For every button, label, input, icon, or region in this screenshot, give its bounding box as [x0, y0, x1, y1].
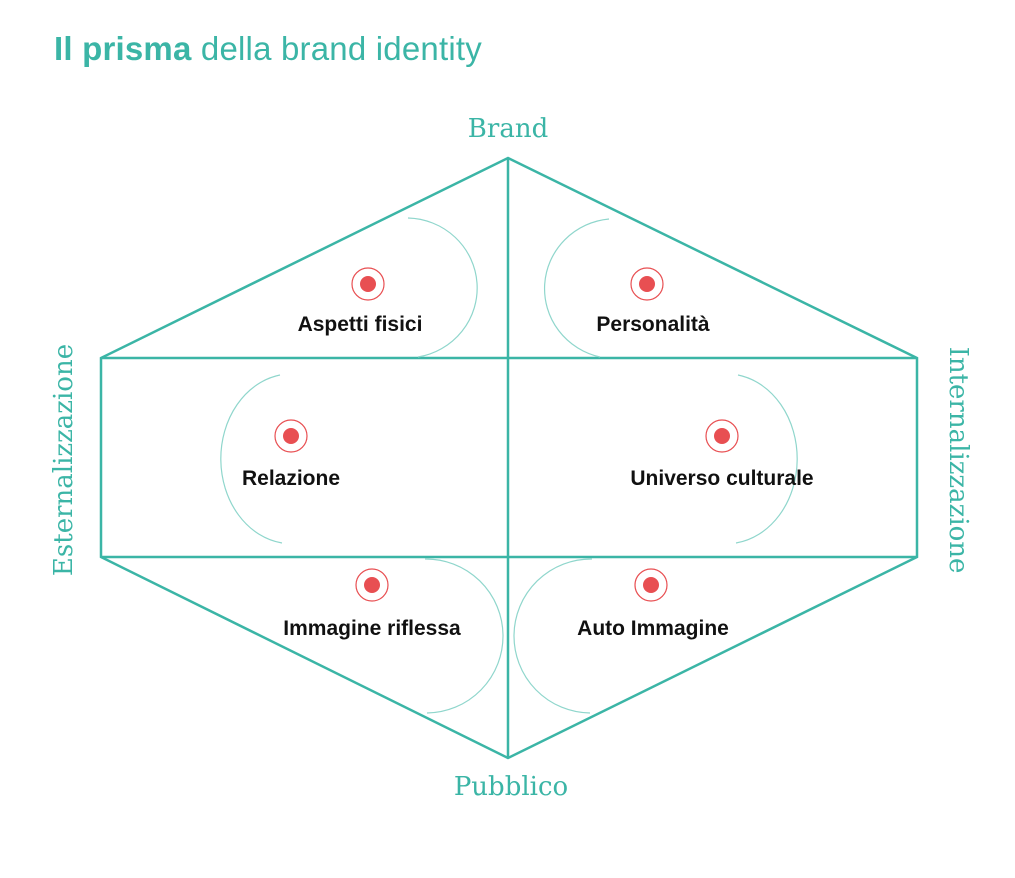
facet-label-personalita: Personalità [596, 313, 710, 336]
axis-label-esternalizzazione: Esternalizzazione [49, 344, 79, 576]
dot-personalita [630, 267, 664, 301]
dot-immagine-riflessa [355, 568, 389, 602]
facet-label-immagine-riflessa: Immagine riflessa [283, 617, 461, 640]
axis-label-brand: Brand [468, 114, 548, 144]
dot-relazione [274, 419, 308, 453]
arc-personalita [543, 218, 610, 358]
dot-universo-culturale [705, 419, 739, 453]
facet-label-auto-immagine: Auto Immagine [577, 617, 729, 640]
axis-label-pubblico: Pubblico [454, 772, 568, 802]
axis-label-internalizzazione: Internalizzazione [943, 347, 973, 574]
arc-relazione [220, 374, 283, 544]
arc-auto-immagine [513, 558, 593, 714]
arc-immagine-riflessa [424, 558, 504, 714]
title-bold: Il prisma [54, 30, 192, 67]
dot-auto-immagine [634, 568, 668, 602]
arc-universo-culturale [735, 374, 798, 544]
facet-label-universo-culturale: Universo culturale [630, 467, 813, 490]
facet-label-aspetti-fisici: Aspetti fisici [298, 313, 423, 336]
arc-aspetti-fisici [407, 217, 478, 358]
title-light: della brand identity [191, 30, 482, 67]
facet-label-relazione: Relazione [242, 467, 340, 490]
dot-aspetti-fisici [351, 267, 385, 301]
page-title: Il prisma della brand identity [54, 30, 482, 68]
